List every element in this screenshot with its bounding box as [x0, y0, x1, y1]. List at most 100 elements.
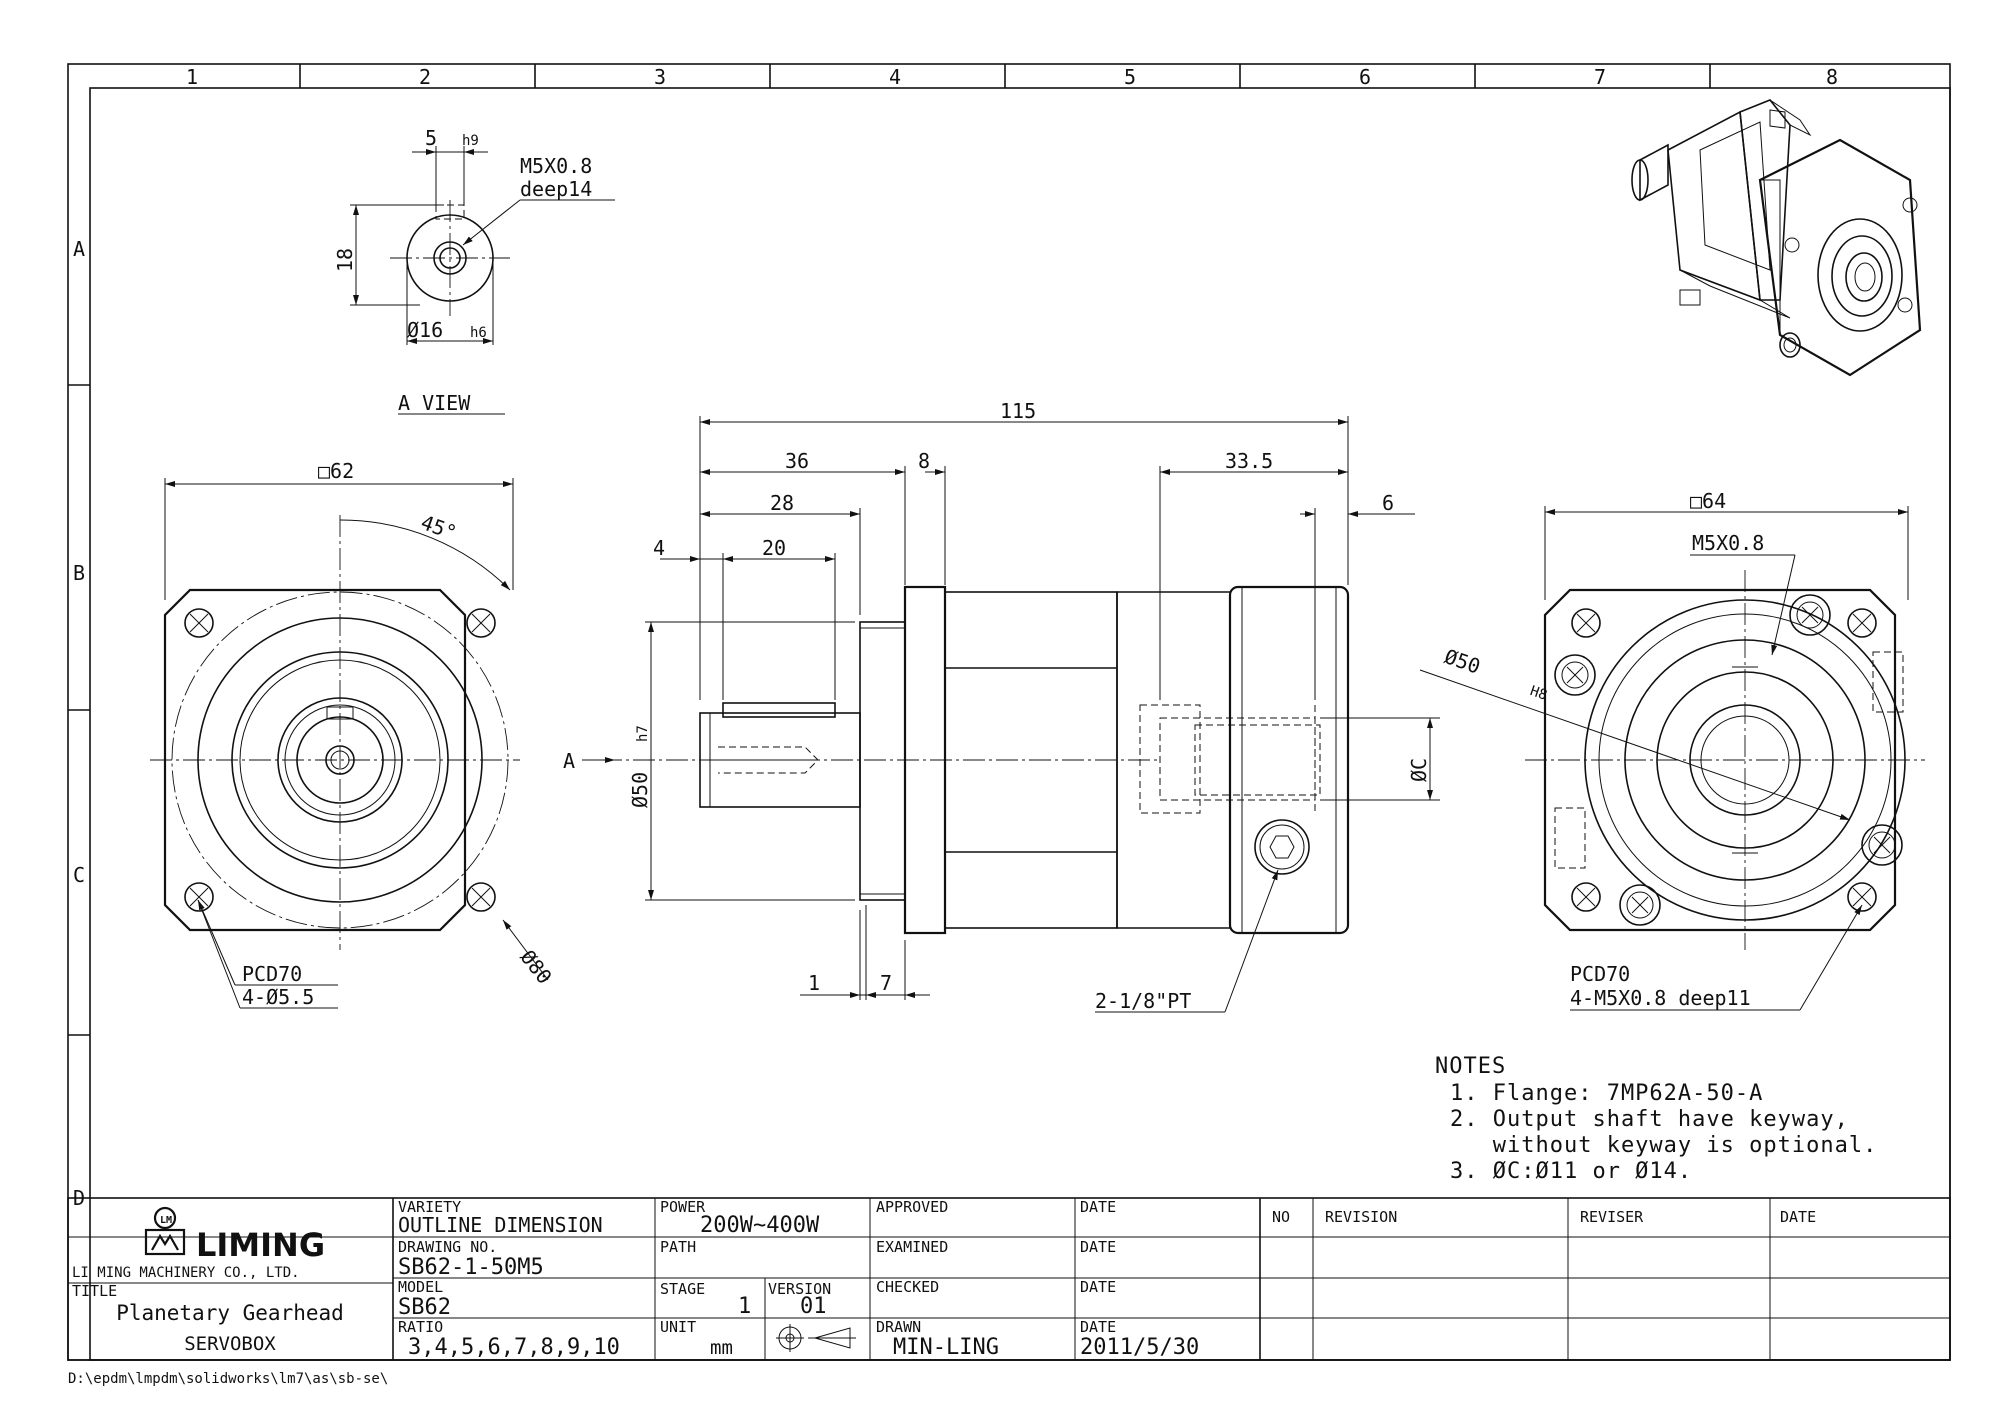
- mounting-hole: [1847, 882, 1877, 912]
- threaded-hole: [1619, 884, 1661, 926]
- front-holes: 4-Ø5.5: [242, 985, 314, 1009]
- front-pcd: PCD70: [242, 962, 302, 986]
- rear-bore-tol: H8: [1528, 683, 1549, 704]
- threaded-hole: [1789, 594, 1831, 636]
- revision-no-label: NO: [1272, 1208, 1290, 1226]
- version-label: VERSION: [768, 1280, 831, 1298]
- a-view-title: A VIEW: [398, 391, 471, 415]
- mounting-hole: [1847, 608, 1877, 638]
- front-view: □62 45° PCD70 4-Ø5.5 Ø80: [150, 459, 557, 1009]
- a-view: 5 h9 M5X0.8 deep14 18 Ø16 h6 A VIEW: [333, 126, 615, 415]
- power-value: 200W~400W: [700, 1213, 820, 1238]
- row-label: B: [73, 561, 85, 585]
- column-label: 4: [889, 65, 901, 89]
- side-plug: 2-1/8"PT: [1095, 989, 1191, 1013]
- column-label: 7: [1594, 65, 1606, 89]
- side-d33-5: 33.5: [1225, 449, 1273, 473]
- model-label: MODEL: [398, 1278, 443, 1296]
- side-arrow-label: A: [563, 749, 575, 773]
- date-label: DATE: [1080, 1278, 1116, 1296]
- note-item: 3. ØC:Ø11 or Ø14.: [1450, 1159, 1692, 1184]
- power-label: POWER: [660, 1198, 706, 1216]
- side-pilot-tol: h7: [635, 725, 651, 742]
- ratio-label: RATIO: [398, 1318, 443, 1336]
- mounting-hole: [1571, 882, 1601, 912]
- rear-thread: M5X0.8: [1692, 531, 1764, 555]
- variety-value: OUTLINE DIMENSION: [398, 1213, 603, 1237]
- title-block: LM LIMING LI MING MACHINERY CO., LTD. TI…: [67, 1197, 1951, 1361]
- model-value: SB62: [398, 1295, 451, 1320]
- revision-label: REVISION: [1325, 1208, 1397, 1226]
- side-d20: 20: [762, 536, 786, 560]
- mounting-hole: [1571, 608, 1601, 638]
- side-bore: ØC: [1407, 758, 1431, 782]
- reviser-label: REVISER: [1580, 1208, 1644, 1226]
- threaded-hole: [1861, 824, 1903, 866]
- file-path: D:\epdm\lmpdm\solidworks\lm7\as\sb-se\: [68, 1371, 388, 1387]
- column-label: 5: [1124, 65, 1136, 89]
- title-label: TITLE: [72, 1282, 117, 1300]
- date-label: DATE: [1080, 1198, 1116, 1216]
- rear-pcd: PCD70: [1570, 962, 1630, 986]
- rear-square: □64: [1690, 489, 1726, 513]
- notes-title: NOTES: [1435, 1054, 1506, 1079]
- front-angle: 45°: [418, 510, 460, 545]
- title-line2: SERVOBOX: [184, 1333, 276, 1355]
- date-label: DATE: [1080, 1318, 1116, 1336]
- isometric-view: [1631, 99, 1922, 377]
- column-label: 8: [1826, 65, 1838, 89]
- drawn-value: MIN-LING: [893, 1335, 999, 1360]
- company-name: LI MING MACHINERY CO., LTD.: [72, 1265, 300, 1281]
- unit-value: mm: [710, 1337, 733, 1359]
- side-d8: 8: [918, 449, 930, 473]
- row-labels: A B C D: [73, 237, 85, 1210]
- note-item: 1. Flange: 7MP62A-50-A: [1450, 1081, 1763, 1106]
- svg-text:LM: LM: [160, 1215, 172, 1226]
- ratio-value: 3,4,5,6,7,8,9,10: [408, 1335, 620, 1360]
- rear-view: □64 M5X0.8 Ø50 H8 PCD70 4-M5X0.8 deep11: [1419, 489, 1925, 1011]
- front-outer-dia: Ø80: [516, 945, 557, 988]
- drawing-no-label: DRAWING NO.: [398, 1238, 497, 1256]
- side-view: 115 36 8 33.5 28 6: [563, 399, 1440, 1013]
- stage-label: STAGE: [660, 1280, 705, 1298]
- side-d4: 4: [653, 536, 665, 560]
- a-view-key-width: 5: [425, 126, 437, 150]
- checked-label: CHECKED: [876, 1278, 939, 1296]
- a-view-shaft-tol: h6: [470, 325, 487, 341]
- stage-value: 1: [738, 1294, 751, 1319]
- row-label: C: [73, 863, 85, 887]
- notes: NOTES 1. Flange: 7MP62A-50-A 2. Output s…: [1435, 1054, 1876, 1184]
- date-label: DATE: [1080, 1238, 1116, 1256]
- a-view-height: 18: [333, 248, 357, 272]
- liming-logo-icon: LM: [144, 1206, 186, 1256]
- column-label: 2: [419, 65, 431, 89]
- unit-label: UNIT: [660, 1318, 696, 1336]
- side-d7: 7: [880, 971, 892, 995]
- projection-symbol-icon: [776, 1324, 856, 1352]
- column-label: 3: [654, 65, 666, 89]
- version-value: 01: [800, 1294, 827, 1319]
- date-value: 2011/5/30: [1080, 1335, 1199, 1360]
- brand-name: LIMING: [196, 1226, 325, 1264]
- column-label: 1: [186, 65, 198, 89]
- examined-label: EXAMINED: [876, 1238, 948, 1256]
- row-label: A: [73, 237, 85, 261]
- rear-bore: Ø50: [1442, 644, 1484, 678]
- drawing-no-value: SB62-1-50M5: [398, 1255, 544, 1280]
- drawn-label: DRAWN: [876, 1318, 921, 1336]
- revision-date-label: DATE: [1780, 1208, 1816, 1226]
- side-d6: 6: [1382, 491, 1394, 515]
- note-item: 2. Output shaft have keyway,: [1450, 1107, 1849, 1132]
- column-label: 6: [1359, 65, 1371, 89]
- a-view-shaft-dia: Ø16: [407, 318, 443, 342]
- variety-label: VARIETY: [398, 1198, 461, 1216]
- threaded-hole: [1554, 654, 1596, 696]
- side-pilot: Ø50: [628, 772, 652, 808]
- side-d1: 1: [808, 971, 820, 995]
- a-view-key-tol: h9: [462, 133, 479, 149]
- rear-holes: 4-M5X0.8 deep11: [1570, 986, 1751, 1010]
- a-view-thread: M5X0.8: [520, 154, 592, 178]
- mounting-hole: [466, 882, 496, 912]
- a-view-depth: deep14: [520, 177, 592, 201]
